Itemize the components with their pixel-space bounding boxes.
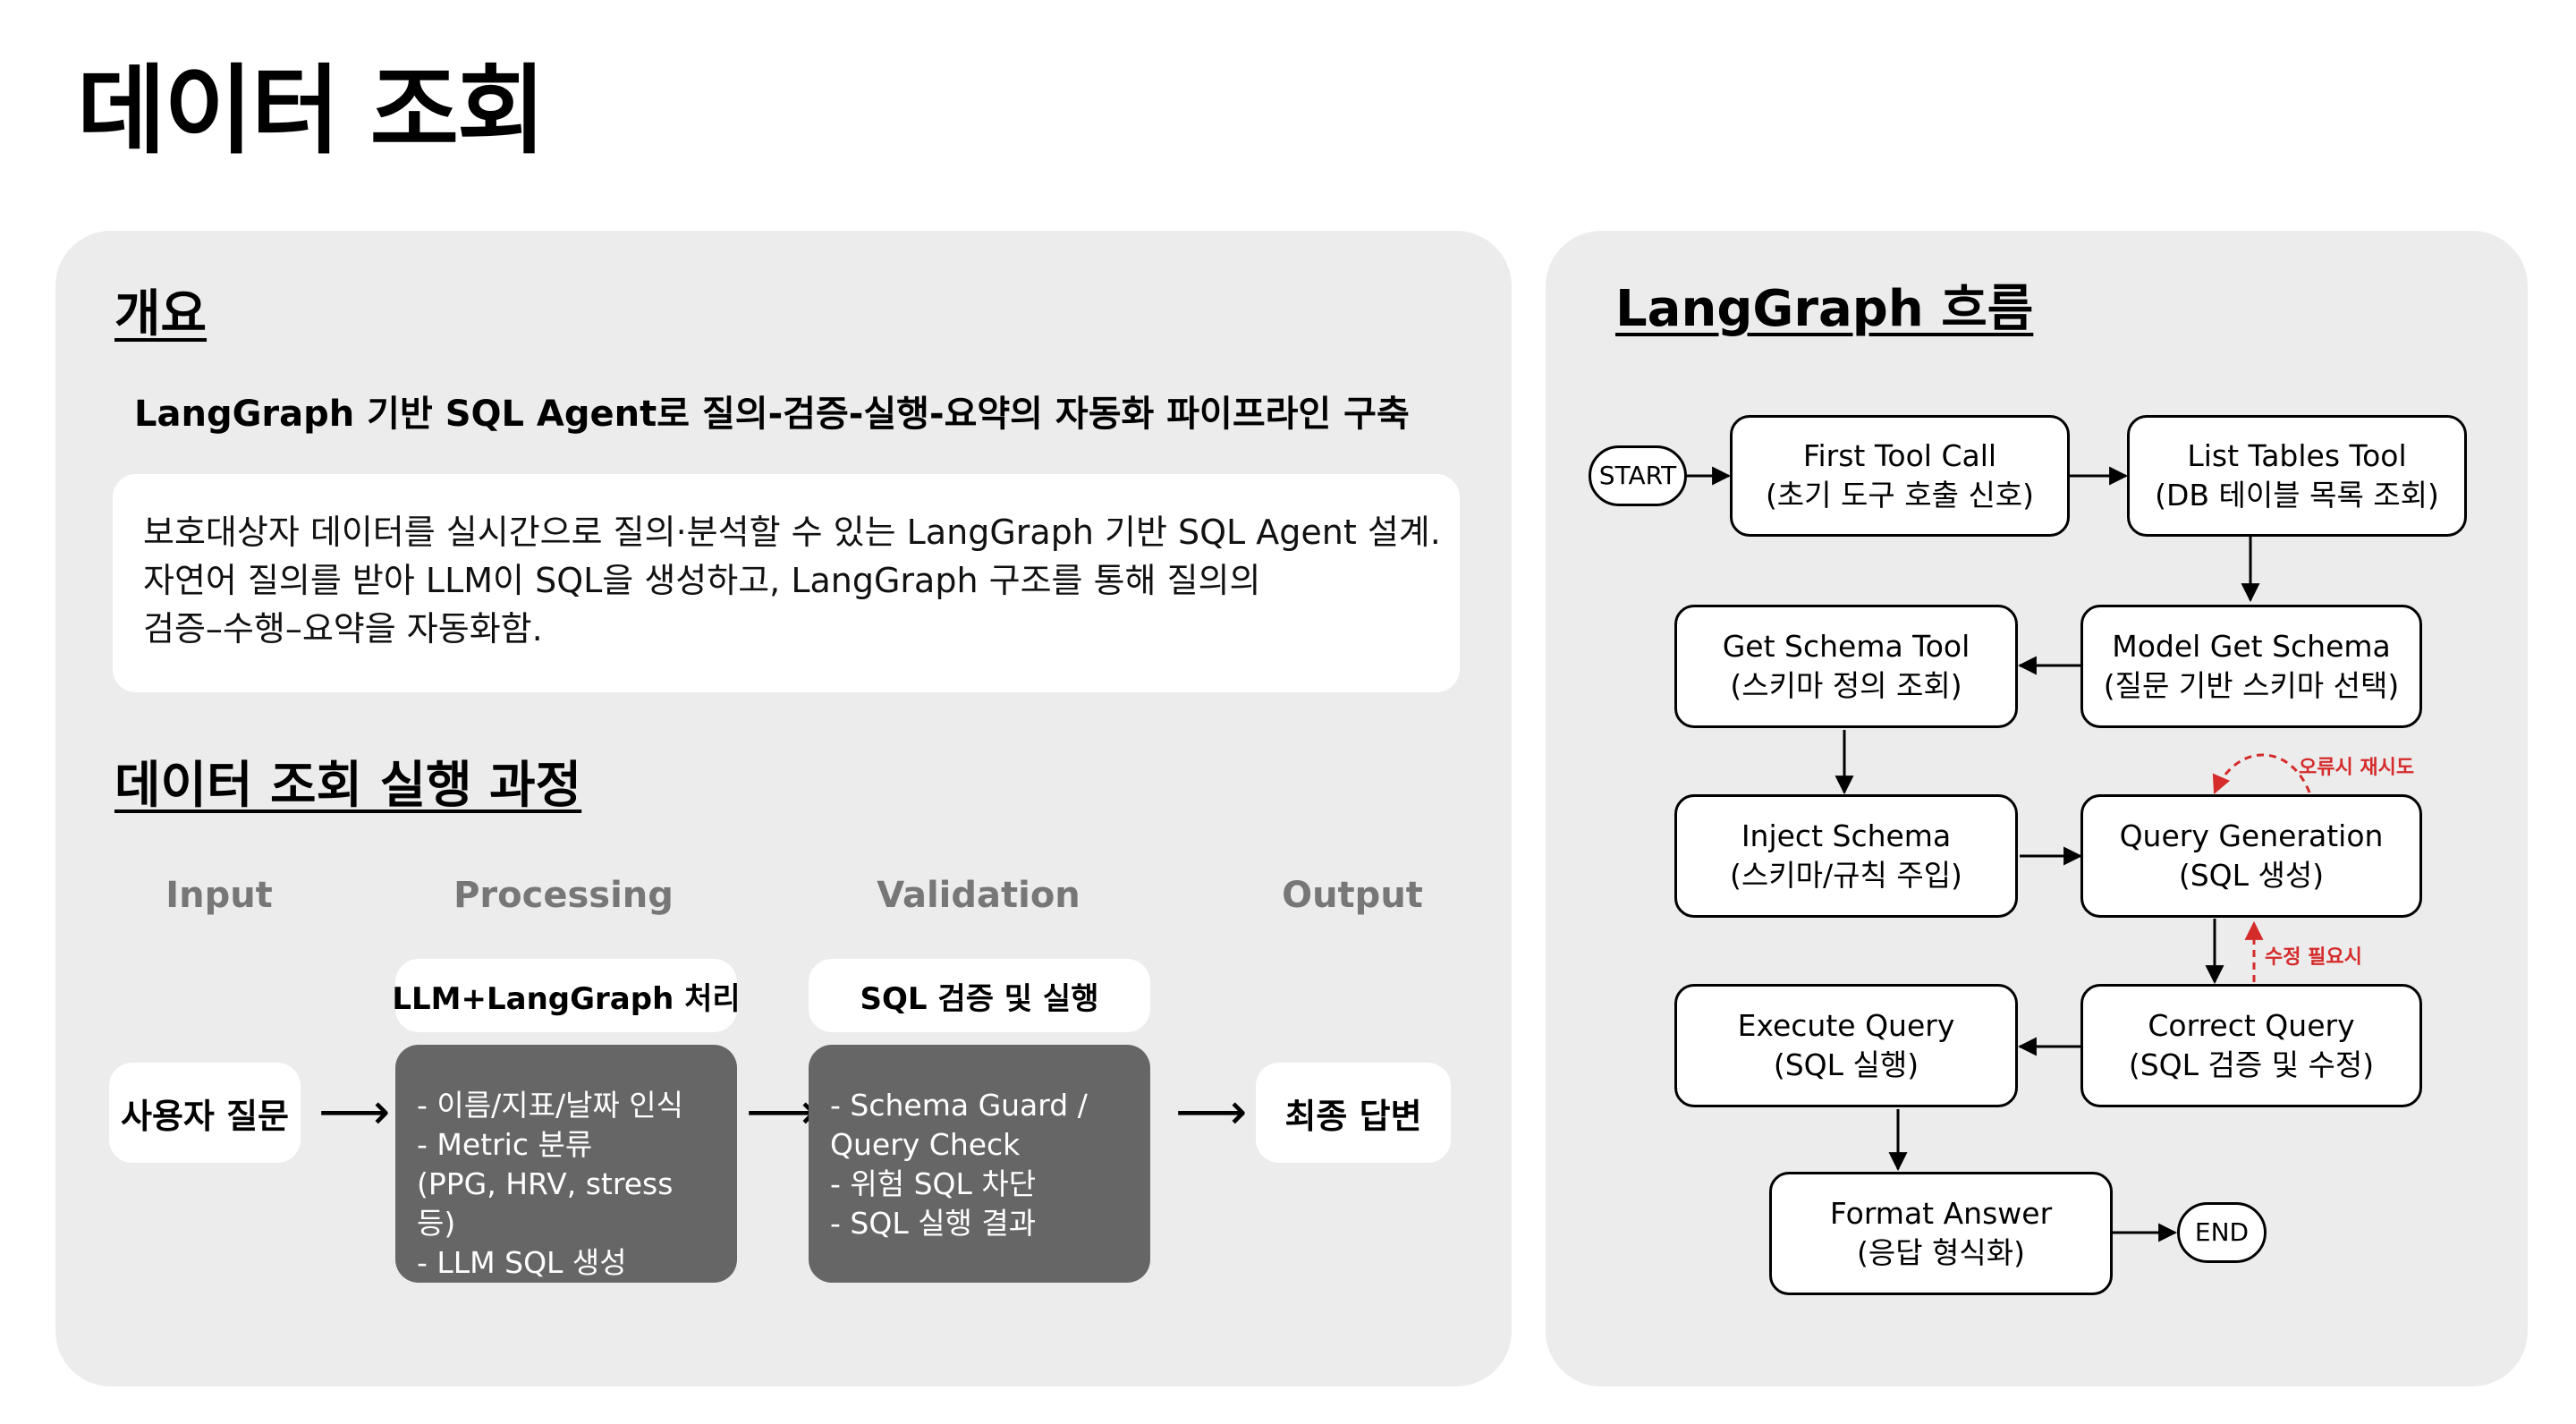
overview-heading: 개요 [114,285,208,343]
stage-validation: Validation [877,875,1080,916]
node-start: START [1589,445,1687,506]
arrow-processing-validation: ⟶ [746,1083,818,1141]
node-title: Inject Schema [1741,818,1952,853]
node-sub: (질문 기반 스키마 선택) [2103,668,2400,703]
node-start-label: START [1598,461,1677,490]
node-title: Model Get Schema [2112,629,2391,664]
node-query-generation: Query Generation (SQL 생성) [2080,794,2422,918]
node-format-answer: Format Answer (응답 형식화) [1769,1172,2113,1295]
node-model-get-schema: Model Get Schema (질문 기반 스키마 선택) [2080,605,2422,728]
arrow-input-processing: ⟶ [318,1083,391,1141]
node-sub: (초기 도구 호출 신호) [1765,478,2035,513]
arrow-validation-output: ⟶ [1175,1083,1248,1141]
node-sub: (응답 형식화) [1856,1235,2026,1270]
node-title: Format Answer [1829,1196,2053,1231]
validation-details: - Schema Guard / Query Check - 위험 SQL 차단… [809,1045,1150,1283]
node-get-schema-tool: Get Schema Tool (스키마 정의 조회) [1674,605,2018,728]
note-retry-on-error: 오류시 재시도 [2299,757,2415,779]
node-inject-schema: Inject Schema (스키마/규칙 주입) [1674,794,2018,918]
node-title: Query Generation [2119,818,2384,853]
node-end-label: END [2194,1217,2250,1247]
input-box: 사용자 질문 [109,1063,301,1163]
node-title: Correct Query [2148,1008,2355,1043]
page-title: 데이터 조회 [77,55,546,167]
edge-retry-loop [2212,753,2311,794]
overview-description: 보호대상자 데이터를 실시간으로 질의·분석할 수 있는 LangGraph 기… [143,513,1441,648]
stage-output: Output [1282,875,1423,916]
node-sub: (SQL 실행) [1773,1047,1919,1082]
processing-label: LLM+LangGraph 처리 [392,959,741,1032]
node-sub: (스키마/규칙 주입) [1730,858,1962,893]
stage-processing: Processing [453,875,674,916]
node-end: END [2177,1202,2267,1263]
node-title: Get Schema Tool [1722,629,1970,664]
node-sub: (SQL 검증 및 수정) [2128,1047,2375,1082]
node-first-tool-call: First Tool Call (초기 도구 호출 신호) [1730,415,2070,537]
process-heading: 데이터 조회 실행 과정 [114,757,582,815]
processing-details: - 이름/지표/날짜 인식 - Metric 분류 (PPG, HRV, str… [395,1045,737,1283]
node-sub: (스키마 정의 조회) [1730,668,1962,703]
overview-panel [55,231,1512,1386]
node-list-tables: List Tables Tool (DB 테이블 목록 조회) [2127,415,2467,537]
node-sub: (SQL 생성) [2178,858,2325,893]
node-title: Execute Query [1737,1008,1955,1043]
output-box: 최종 답변 [1256,1063,1451,1163]
overview-description-box: 보호대상자 데이터를 실시간으로 질의·분석할 수 있는 LangGraph 기… [113,474,1460,692]
node-title: List Tables Tool [2187,438,2407,473]
node-execute-query: Execute Query (SQL 실행) [1674,984,2018,1107]
node-sub: (DB 테이블 목록 조회) [2155,478,2439,513]
stage-input: Input [165,875,273,916]
note-fix-needed: 수정 필요시 [2265,946,2362,969]
overview-subtitle: LangGraph 기반 SQL Agent로 질의-검증-실행-요약의 자동화… [134,394,1410,435]
validation-label: SQL 검증 및 실행 [809,959,1150,1032]
flow-heading: LangGraph 흐름 [1615,280,2034,338]
node-correct-query: Correct Query (SQL 검증 및 수정) [2080,984,2422,1107]
node-title: First Tool Call [1802,438,1997,473]
